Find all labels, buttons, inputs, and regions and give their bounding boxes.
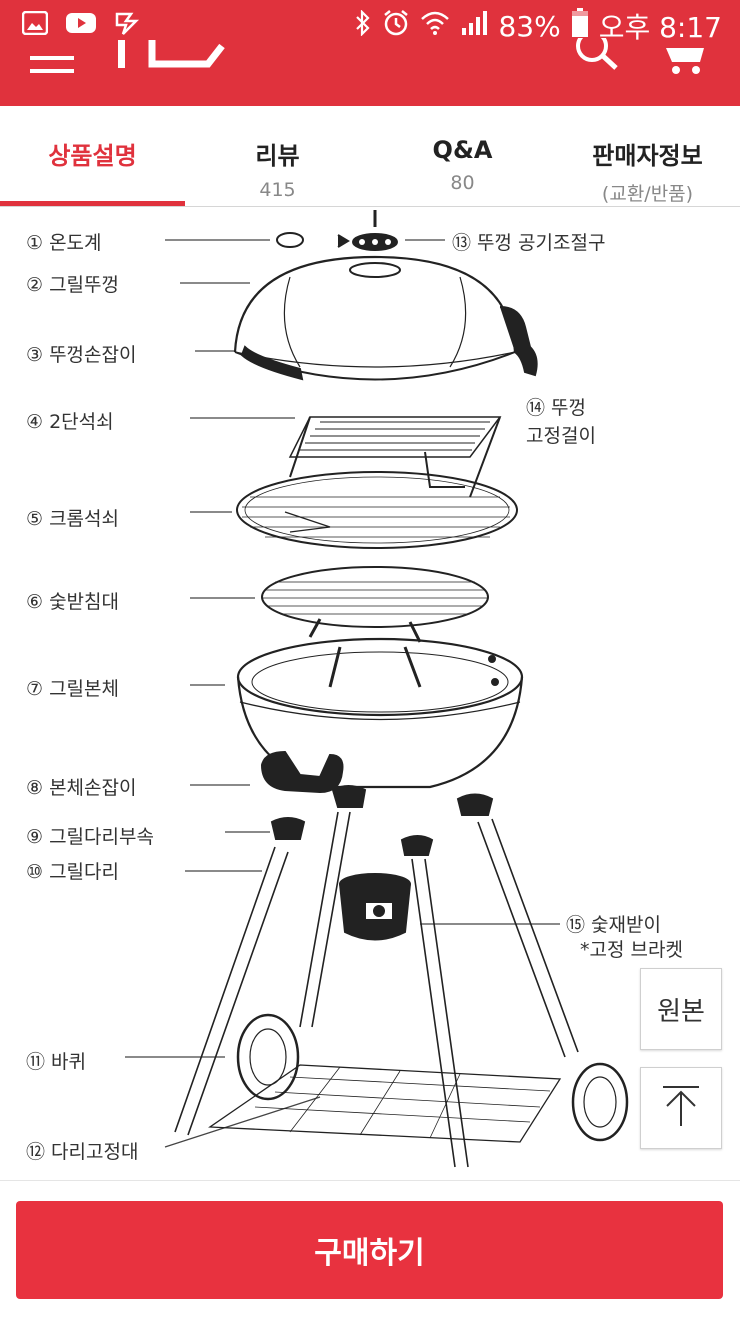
arrow-up-icon — [661, 1084, 701, 1132]
buy-button[interactable]: 구매하기 — [16, 1201, 723, 1299]
tab-subtitle: (교환/반품) — [601, 183, 694, 205]
menu-icon[interactable] — [30, 56, 74, 86]
clock: 오후 8:17 — [598, 11, 722, 44]
status-right: 83% 오후 8:17 — [354, 6, 722, 46]
label-thermometer: ① 온도계 — [26, 232, 102, 254]
label-lid-hook: ⑭ 뚜껑 — [526, 397, 586, 419]
youtube-icon — [66, 11, 96, 39]
label-grill-lid: ② 그릴뚜껑 — [26, 274, 119, 296]
label-wheels: ⑪ 바퀴 — [26, 1051, 86, 1073]
label-grill-legs: ⑩ 그릴다리 — [26, 861, 119, 883]
label-lid-handle: ③ 뚜껑손잡이 — [26, 344, 137, 366]
app-bar — [0, 30, 740, 106]
signal-icon — [460, 10, 488, 43]
tab-count: 415 — [259, 179, 296, 201]
tab-qna[interactable]: Q&A 80 — [370, 106, 555, 206]
battery-icon — [571, 7, 589, 45]
tab-label: 판매자정보 — [592, 142, 703, 170]
alarm-icon — [382, 9, 410, 44]
check-app-icon — [114, 10, 140, 40]
bottom-bar: 구매하기 — [0, 1180, 740, 1317]
tab-seller-info[interactable]: 판매자정보 (교환/반품) — [555, 106, 740, 206]
tab-label: 리뷰 — [255, 142, 300, 170]
logo[interactable] — [112, 40, 232, 80]
label-ash-catcher: ⑮ 숯재받이 — [566, 914, 661, 936]
label-body-handle: ⑧ 본체손잡이 — [26, 777, 137, 799]
label-two-tier-rack: ④ 2단석쇠 — [26, 411, 114, 433]
label-lid-vent: ⑬ 뚜껑 공기조절구 — [452, 232, 606, 254]
tab-reviews[interactable]: 리뷰 415 — [185, 106, 370, 206]
gallery-icon — [21, 10, 49, 39]
cart-icon[interactable] — [664, 38, 714, 88]
label-grill-body: ⑦ 그릴본체 — [26, 678, 119, 700]
status-left-icons — [21, 10, 140, 40]
wifi-icon — [420, 9, 450, 44]
status-bar: 83% 오후 8:17 — [0, 0, 740, 48]
buy-label: 구매하기 — [314, 1236, 425, 1271]
tab-bar: 상품설명 리뷰 415 Q&A 80 판매자정보 (교환/반품) — [0, 106, 740, 207]
label-chrome-grate: ⑤ 크롬석쇠 — [26, 508, 119, 530]
label-lid-hook-2: 고정걸이 — [526, 425, 596, 447]
label-leg-brace: ⑫ 다리고정대 — [26, 1141, 139, 1163]
scroll-top-button[interactable] — [640, 1067, 722, 1149]
tab-count: 80 — [450, 172, 475, 194]
battery-percent: 83% — [498, 9, 561, 43]
active-tab-indicator — [0, 201, 185, 206]
search-icon[interactable] — [572, 30, 622, 78]
label-charcoal-grate: ⑥ 숯받침대 — [26, 591, 119, 613]
product-diagram: ① 온도계 ② 그릴뚜껑 ③ 뚜껑손잡이 ④ 2단석쇠 ⑤ 크롬석쇠 ⑥ 숯받침… — [0, 207, 740, 1179]
grill-exploded-drawing — [125, 210, 629, 1168]
tab-label: Q&A — [432, 136, 493, 164]
label-bracket: *고정 브라켓 — [580, 939, 683, 961]
tab-product-description[interactable]: 상품설명 — [0, 106, 185, 206]
original-image-button[interactable]: 원본 — [640, 968, 722, 1050]
bluetooth-icon — [354, 8, 372, 43]
tab-label: 상품설명 — [48, 142, 137, 170]
original-label: 원본 — [657, 996, 705, 1027]
label-leg-parts: ⑨ 그릴다리부속 — [26, 826, 154, 848]
